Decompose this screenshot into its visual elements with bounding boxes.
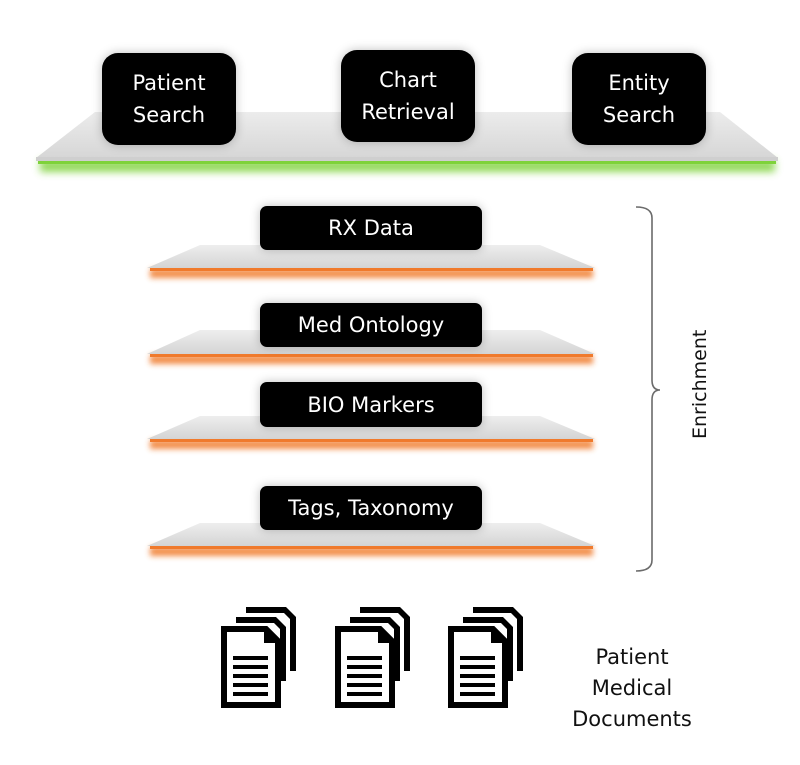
document-stack-icon: [328, 603, 418, 713]
tags-taxonomy-box: Tags, Taxonomy: [260, 486, 482, 530]
document-stack-icon: [214, 603, 304, 713]
docs-label-line1: Patient: [595, 645, 669, 669]
rx-data-label: RX Data: [328, 216, 414, 240]
docs-label-line2: Medical: [591, 676, 673, 700]
chart-retrieval-line2: Retrieval: [361, 100, 455, 124]
rx-data-platform: [147, 245, 595, 278]
enrichment-label: Enrichment: [689, 329, 711, 439]
med-ontology-label: Med Ontology: [297, 313, 445, 337]
bio-markers-platform: [147, 416, 595, 449]
enrichment-platforms: [147, 245, 595, 556]
patient-search-line1: Patient: [132, 71, 206, 95]
chart-retrieval-box: Chart Retrieval: [341, 50, 475, 142]
entity-search-box: Entity Search: [572, 53, 706, 145]
entity-search-line1: Entity: [608, 71, 670, 95]
patient-search-line2: Search: [132, 103, 206, 127]
enrichment-brace-icon: [635, 206, 661, 572]
patient-search-box: Patient Search: [102, 53, 236, 145]
med-ontology-box: Med Ontology: [260, 303, 482, 347]
chart-retrieval-line1: Chart: [379, 68, 437, 92]
bio-markers-label: BIO Markers: [307, 392, 435, 417]
docs-label-line3: Documents: [572, 707, 692, 731]
patient-medical-documents-label: Patient Medical Documents: [562, 642, 702, 735]
entity-search-line2: Search: [602, 103, 676, 127]
tags-taxonomy-platform: [147, 523, 595, 556]
rx-data-box: RX Data: [260, 206, 482, 250]
tags-taxonomy-label: Tags, Taxonomy: [288, 496, 454, 520]
bio-markers-box: BIO Markers: [260, 382, 482, 427]
document-stack-icon: [441, 603, 531, 713]
